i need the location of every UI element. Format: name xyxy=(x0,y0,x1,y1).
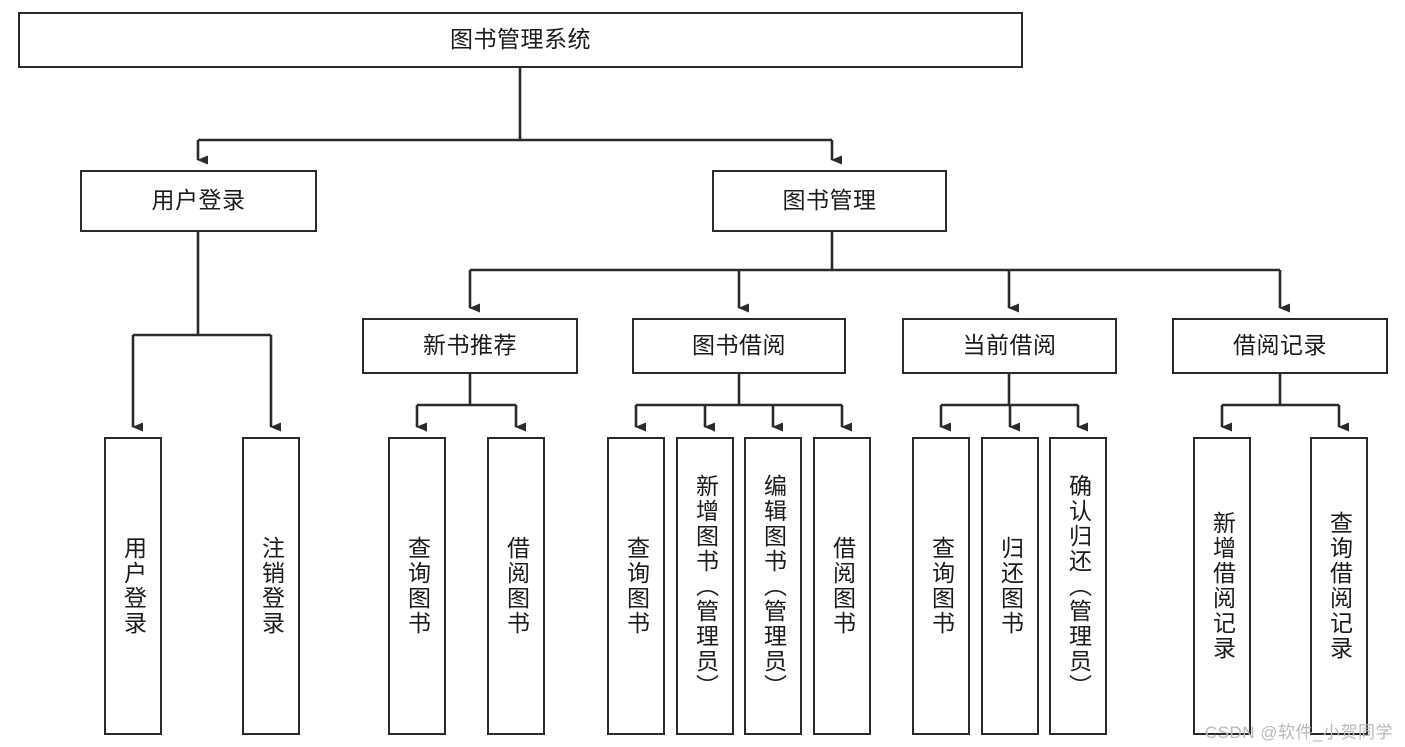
node-label: 借阅图书 xyxy=(503,536,530,636)
node-label: 确认归还（管理员） xyxy=(1065,473,1092,699)
leaf-user-login-login[interactable]: 用户登录 xyxy=(104,437,162,735)
node-label: 图书管理 xyxy=(782,187,877,214)
csdn-watermark: CSDN @软件_小贺同学 xyxy=(1204,723,1393,742)
leaf-borrow-record-query-record[interactable]: 查询借阅记录 xyxy=(1310,437,1368,735)
node-label: 借阅记录 xyxy=(1233,332,1327,359)
leaf-book-borrow-edit-book-admin[interactable]: 编辑图书（管理员） xyxy=(744,437,802,735)
leaf-current-borrow-query-book[interactable]: 查询图书 xyxy=(912,437,970,735)
leaf-book-borrow-borrow-book[interactable]: 借阅图书 xyxy=(813,437,871,735)
node-label: 图书借阅 xyxy=(692,332,786,359)
node-label: 用户登录 xyxy=(120,536,147,636)
leaf-new-book-borrow-book[interactable]: 借阅图书 xyxy=(487,437,545,735)
node-label: 归还图书 xyxy=(997,536,1024,636)
node-label: 新书推荐 xyxy=(423,332,517,359)
node-root-book-management-system[interactable]: 图书管理系统 xyxy=(18,12,1023,68)
leaf-book-borrow-query-book[interactable]: 查询图书 xyxy=(607,437,665,735)
node-label: 借阅图书 xyxy=(829,536,856,636)
node-label: 新增借阅记录 xyxy=(1209,511,1236,661)
node-label: 注销登录 xyxy=(258,536,285,636)
node-label: 查询图书 xyxy=(623,536,650,636)
node-label: 新增图书（管理员） xyxy=(692,473,719,699)
node-current-borrow[interactable]: 当前借阅 xyxy=(902,318,1117,374)
node-user-login[interactable]: 用户登录 xyxy=(80,170,317,232)
node-label: 查询借阅记录 xyxy=(1326,511,1353,661)
node-borrow-record[interactable]: 借阅记录 xyxy=(1172,318,1388,374)
node-label: 当前借阅 xyxy=(962,332,1057,359)
node-label: 图书管理系统 xyxy=(450,26,591,53)
node-label: 编辑图书（管理员） xyxy=(760,473,787,699)
leaf-current-borrow-return-book[interactable]: 归还图书 xyxy=(981,437,1039,735)
node-label: 查询图书 xyxy=(404,536,431,636)
leaf-borrow-record-add-record[interactable]: 新增借阅记录 xyxy=(1193,437,1251,735)
node-new-book-recommend[interactable]: 新书推荐 xyxy=(362,318,578,374)
node-label: 用户登录 xyxy=(151,187,246,214)
node-book-borrow[interactable]: 图书借阅 xyxy=(632,318,846,374)
leaf-book-borrow-add-book-admin[interactable]: 新增图书（管理员） xyxy=(676,437,734,735)
node-book-management[interactable]: 图书管理 xyxy=(712,170,947,232)
node-label: 查询图书 xyxy=(928,536,955,636)
leaf-current-borrow-confirm-return-admin[interactable]: 确认归还（管理员） xyxy=(1049,437,1107,735)
leaf-new-book-query-book[interactable]: 查询图书 xyxy=(388,437,446,735)
leaf-user-login-logout[interactable]: 注销登录 xyxy=(242,437,300,735)
